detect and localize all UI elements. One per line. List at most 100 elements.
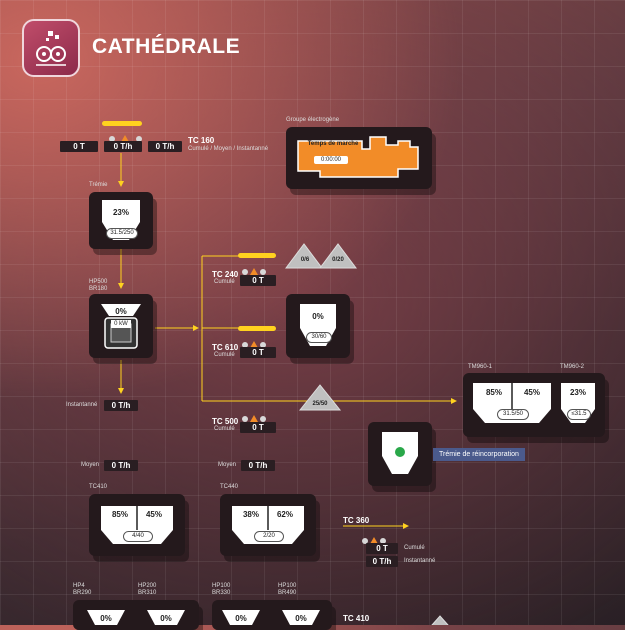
tm960-1-label: TM960-1 xyxy=(468,364,493,370)
tc160-cumul-value: 0 T xyxy=(60,141,98,152)
tc500-value: 0 T xyxy=(240,422,276,433)
tc160-status-bar xyxy=(102,121,142,126)
twin-hopper-icon xyxy=(101,506,173,544)
status-dot xyxy=(135,135,142,142)
tm960-value-c: ≤31.5 xyxy=(567,409,591,420)
tc610-sub: Cumulé xyxy=(214,352,235,358)
tremie-percent: 23% xyxy=(112,208,129,217)
twin-hopper-icon xyxy=(232,506,304,544)
generator-label: Groupe électrogène xyxy=(286,117,340,123)
tc240-value: 0 T xyxy=(240,275,276,286)
status-dot xyxy=(242,415,248,422)
status-dot xyxy=(242,341,248,348)
hp500-percent: 0% xyxy=(115,307,127,316)
hp500-power: 0 kW xyxy=(111,320,131,328)
hopper-icon xyxy=(382,432,418,474)
status-dot xyxy=(109,135,115,142)
app-title: CATHÉDRALE xyxy=(92,35,241,58)
warning-triangle-icon xyxy=(250,268,258,276)
tc360-cumul-value: 0 T xyxy=(366,543,398,554)
hp100a-label: HP100 xyxy=(212,583,231,589)
tc500-status-indicators xyxy=(242,410,266,428)
tc160-subtitle: Cumulé / Moyen / Instantanné xyxy=(188,146,269,152)
generator-runtime: 0:00:00 xyxy=(314,156,348,164)
pile-25-50: 25/50 xyxy=(312,401,328,407)
tc410-pct-a: 85% xyxy=(111,510,128,519)
status-dot xyxy=(260,415,266,422)
warning-triangle-icon xyxy=(121,135,130,143)
br290-label: BR290 xyxy=(73,590,92,596)
warning-triangle-icon xyxy=(250,415,258,423)
pile-0-20: 0/20 xyxy=(332,257,344,263)
generator-card[interactable]: Temps de marche 0:00:00 xyxy=(286,127,432,189)
reincorp-card[interactable] xyxy=(368,422,432,486)
inst-row-label: Instantanné xyxy=(66,402,98,408)
tm960-card[interactable]: 85% 45% 31.5/50 23% ≤31.5 xyxy=(463,373,605,437)
warning-triangle-icon xyxy=(370,537,378,545)
br490-label: BR490 xyxy=(278,590,297,596)
hp500-card[interactable]: 0% 0 kW xyxy=(89,294,153,358)
tm960-pct-b: 45% xyxy=(523,388,540,397)
bottom-left-pct-b: 0% xyxy=(160,614,172,623)
status-dot xyxy=(260,268,266,275)
hp4-label: HP4 xyxy=(73,583,85,589)
status-dot xyxy=(242,268,248,275)
tc240-name: TC 240 xyxy=(212,270,239,279)
tc610-value: 0 T xyxy=(240,347,276,358)
tc360-cumul-label: Cumulé xyxy=(404,545,425,551)
status-dot xyxy=(380,537,386,544)
warning-triangle-icon xyxy=(250,341,258,349)
moyen-left-label: Moyen xyxy=(81,462,100,468)
moyen-left-value: 0 T/h xyxy=(104,460,138,471)
inst-row-value: 0 T/h xyxy=(104,400,138,411)
tc360-inst-label: Instantanné xyxy=(404,558,436,564)
tc360-status-indicators xyxy=(362,532,386,550)
tc360-inst-value: 0 T/h xyxy=(366,556,398,567)
tremie-label: Trémie xyxy=(89,182,108,188)
tc440-card[interactable]: 38% 62% 2/20 xyxy=(220,494,316,556)
tc360-name: TC 360 xyxy=(343,516,370,525)
moyen-right-label: Moyen xyxy=(218,462,237,468)
generator-icon xyxy=(297,136,419,178)
tc610-name: TC 610 xyxy=(212,343,239,352)
tc240-status-bar xyxy=(238,253,276,258)
tm960-2-label: TM960-2 xyxy=(560,364,585,370)
tc160-moyen-value: 0 T/h xyxy=(104,141,142,152)
tc440-label: TC440 xyxy=(220,484,239,490)
crusher-pair-icon xyxy=(222,610,320,625)
tc410-pct-b: 45% xyxy=(145,510,162,519)
tm960-value-ab: 31.5/50 xyxy=(497,409,529,420)
tc440-value: 2/20 xyxy=(254,531,284,542)
silo-mid-value: 30/60 xyxy=(306,332,332,343)
tc610-status-bar xyxy=(238,326,276,331)
tc440-pct-b: 62% xyxy=(276,510,293,519)
tc160-name: TC 160 xyxy=(188,136,215,145)
tm960-pct-c: 23% xyxy=(569,388,586,397)
tremie-card[interactable]: 23% 31.5/250 xyxy=(89,192,153,249)
tm960-pct-a: 85% xyxy=(485,388,502,397)
generator-runtime-title: Temps de marche xyxy=(307,141,359,147)
tc410-value: 4/40 xyxy=(123,531,153,542)
hp500-label-2: BR180 xyxy=(89,286,108,292)
tc240-sub: Cumulé xyxy=(214,279,235,285)
tc440-pct-a: 38% xyxy=(242,510,259,519)
tc240-status-indicators xyxy=(242,263,266,281)
tremie-value: 31.5/250 xyxy=(106,228,138,239)
tc160-status-indicators xyxy=(109,130,142,148)
tc160-inst-value: 0 T/h xyxy=(148,141,182,152)
hp500-label: HP500 xyxy=(89,279,108,285)
bottom-right-pct-a: 0% xyxy=(235,614,247,623)
tc500-name: TC 500 xyxy=(212,417,239,426)
reincorp-label: Trémie de réincorporation xyxy=(433,448,525,461)
bottom-right-pct-b: 0% xyxy=(295,614,307,623)
silo-mid-percent: 0% xyxy=(312,312,324,321)
tc410-card[interactable]: 85% 45% 4/40 xyxy=(89,494,185,556)
app-logo-icon xyxy=(22,19,80,77)
tc610-status-indicators xyxy=(242,336,266,354)
bottom-left-pct-a: 0% xyxy=(100,614,112,623)
br310-label: BR310 xyxy=(138,590,157,596)
silo-mid-card[interactable]: 0% 30/60 xyxy=(286,294,350,358)
moyen-right-value: 0 T/h xyxy=(241,460,275,471)
